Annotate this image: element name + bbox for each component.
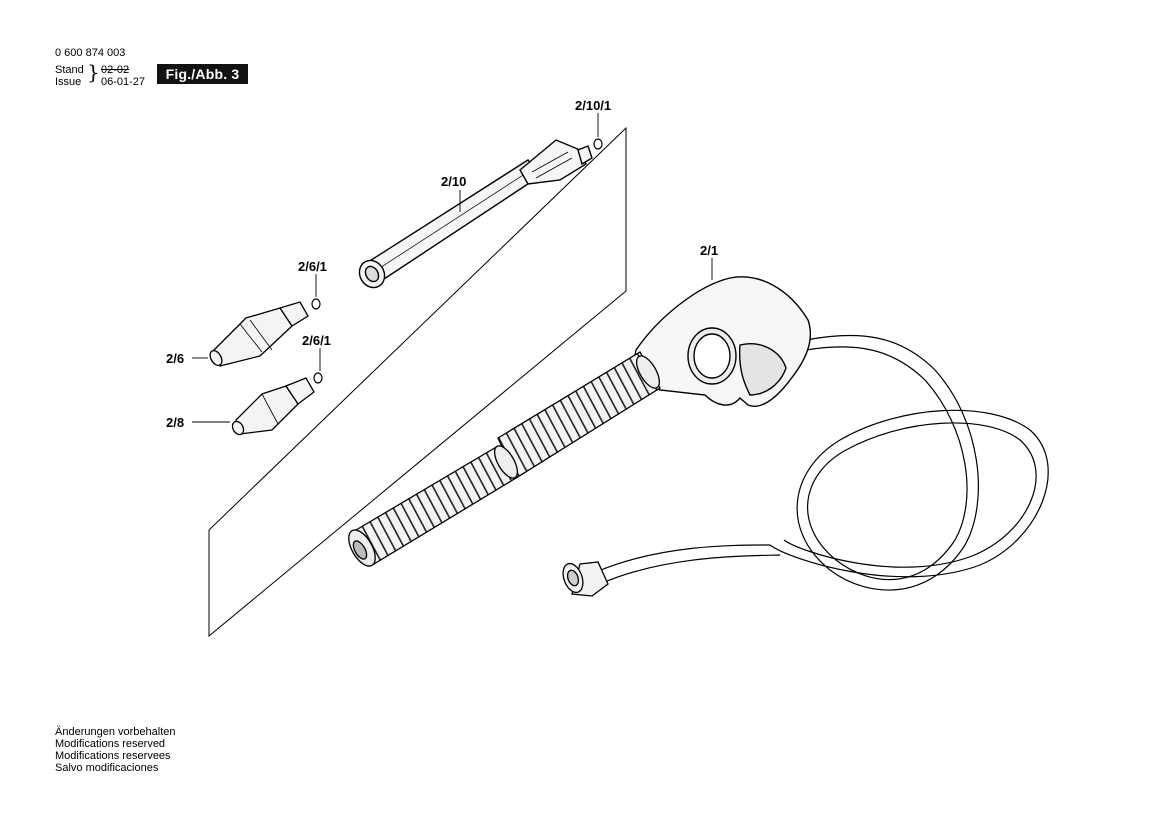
oring-2-6-1-b [313, 372, 323, 384]
assembly-frame [208, 126, 627, 638]
stand-label: Stand [55, 64, 84, 76]
oring-2-10-1 [593, 138, 603, 150]
callout-2-10: 2/10 [441, 174, 466, 189]
footer-line-fr: Modifications reservees [55, 750, 171, 762]
high-pressure-hose [595, 334, 1049, 591]
callout-2-6-1-b: 2/6/1 [302, 333, 331, 348]
part-number: 0 600 874 003 [55, 47, 126, 59]
callout-2-10-1: 2/10/1 [575, 98, 611, 113]
ribbed-extension [348, 351, 661, 567]
old-date: 02-02 [101, 64, 130, 76]
spray-gun [634, 276, 812, 407]
footer-line-en: Modifications reserved [55, 738, 166, 750]
oring-2-6-1-a [311, 298, 321, 310]
new-date: 06-01-27 [101, 76, 146, 88]
footer-line-de: Änderungen vorbehalten [55, 726, 176, 738]
callout-2-8: 2/8 [166, 415, 184, 430]
callout-2-6-1-a: 2/6/1 [298, 259, 327, 274]
leader-lines [192, 113, 713, 423]
brace-glyph: } [87, 60, 100, 84]
nozzle-2-6 [209, 301, 309, 367]
issue-label: Issue [55, 76, 82, 88]
nozzle-2-8 [231, 377, 315, 436]
hose-fitting-nut [562, 561, 609, 597]
figure-label: Fig./Abb. 3 [157, 64, 248, 84]
spray-lance [358, 139, 593, 289]
footer-notice: Änderungen vorbehalten Modifications res… [55, 726, 175, 774]
callout-2-1: 2/1 [700, 243, 718, 258]
callout-2-6: 2/6 [166, 351, 184, 366]
footer-line-es: Salvo modificaciones [55, 762, 159, 774]
